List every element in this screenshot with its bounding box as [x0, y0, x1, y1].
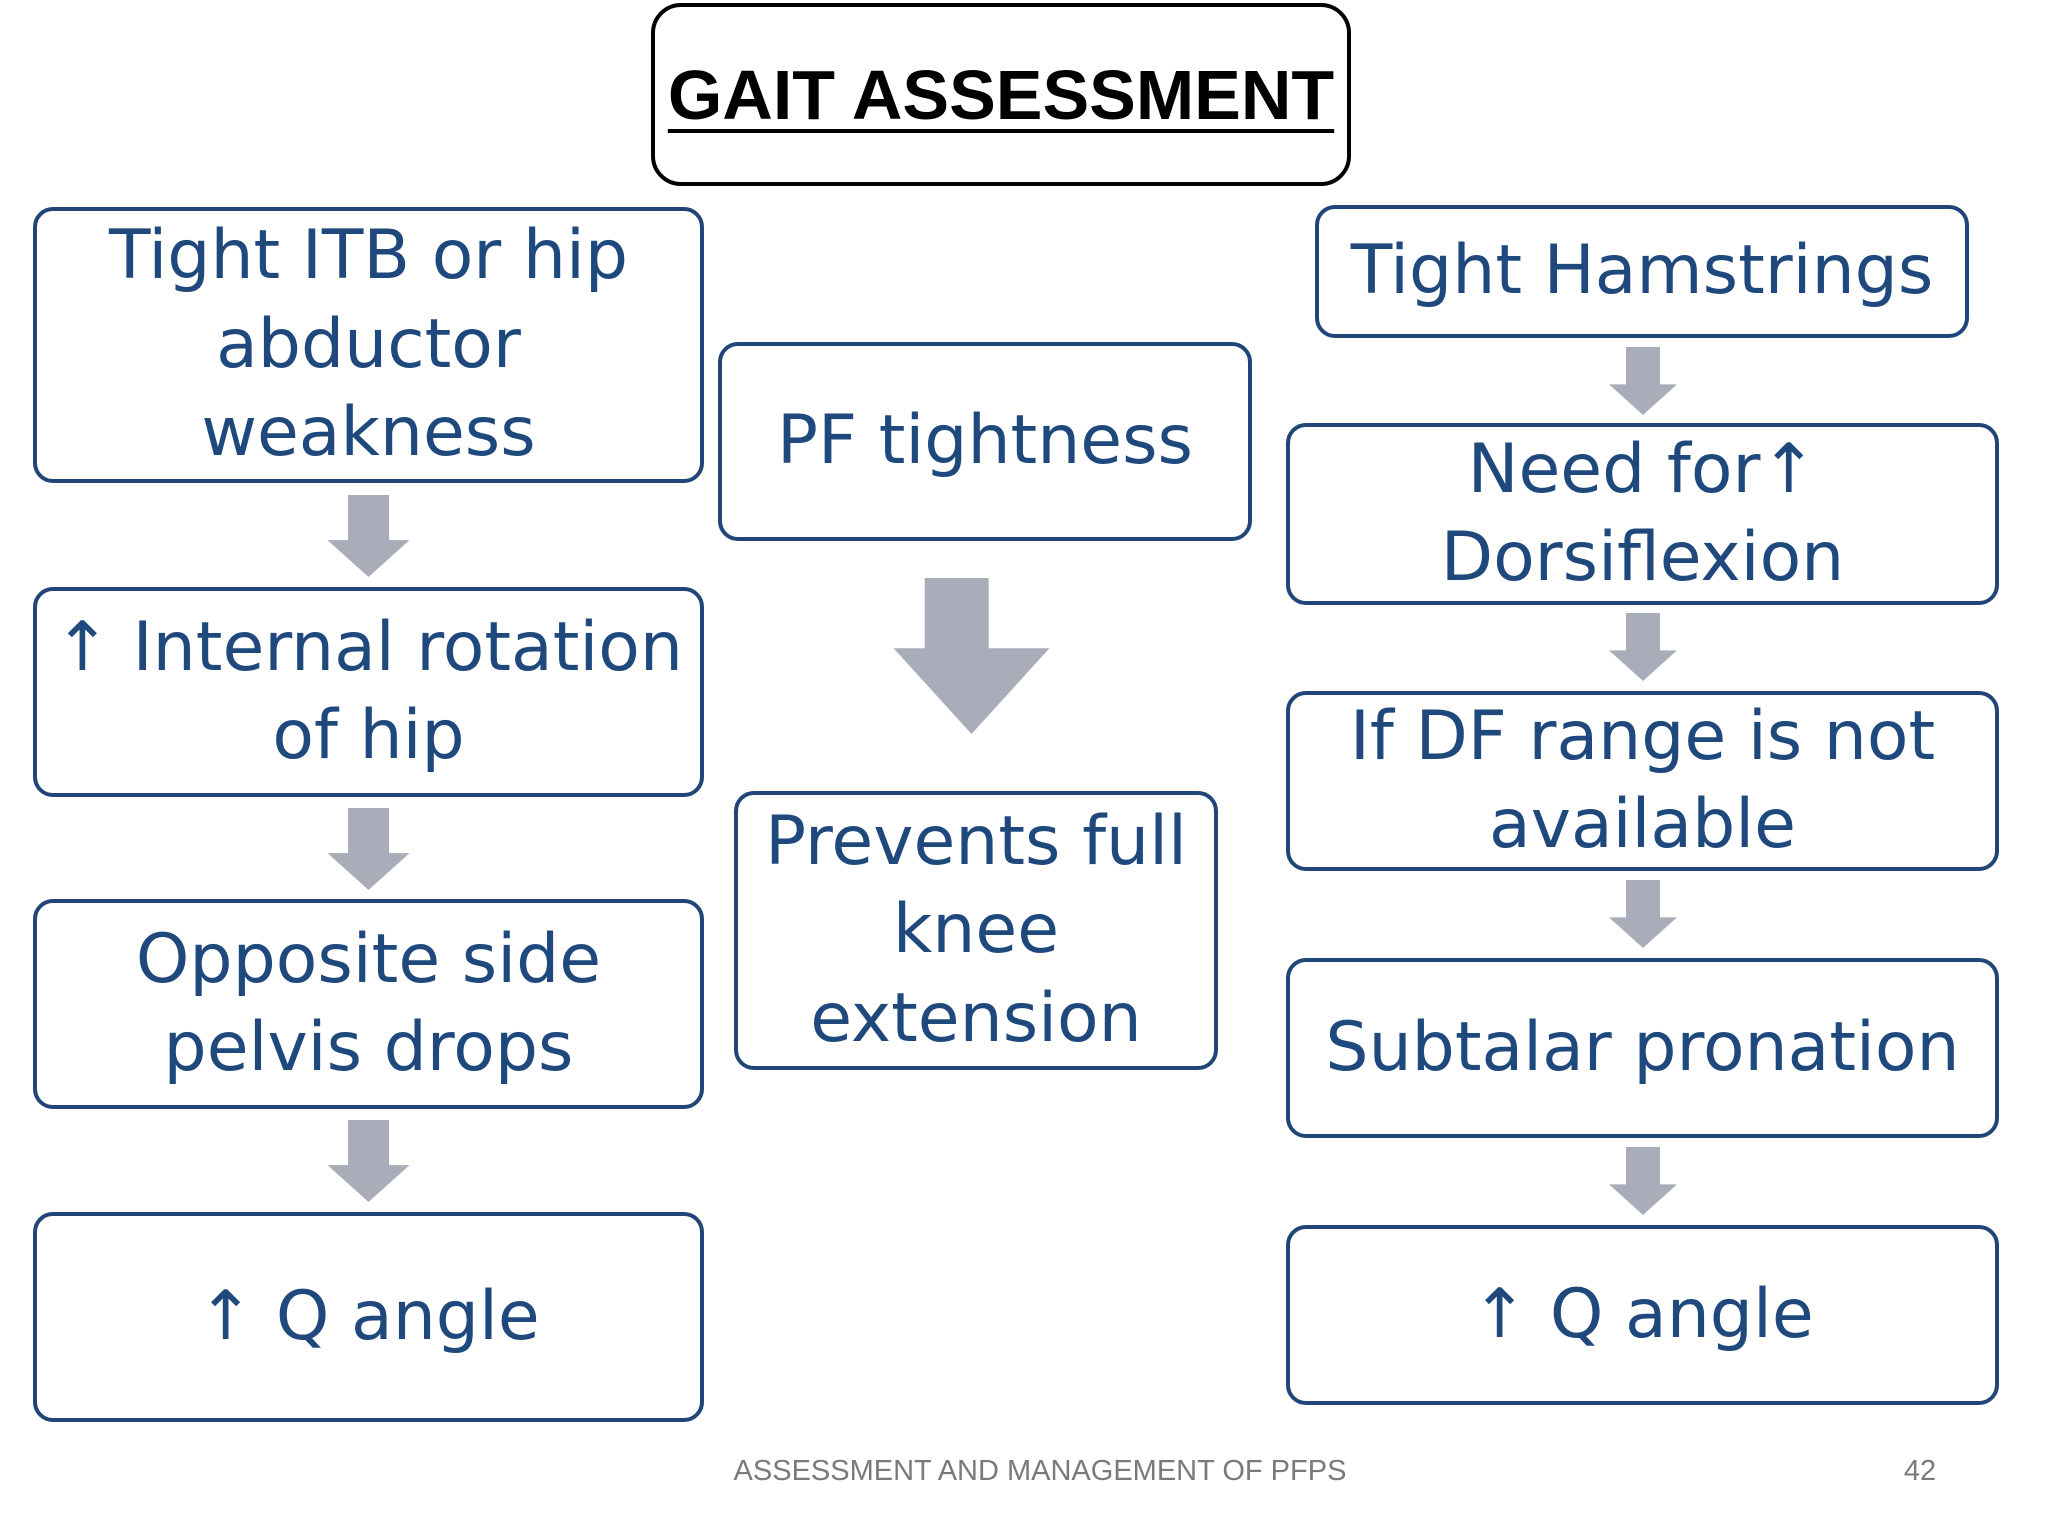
slide-footer: ASSESSMENT AND MANAGEMENT OF PFPS — [733, 1455, 1347, 1487]
box-pf-tightness: PF tightness — [718, 342, 1252, 541]
arrow-down-icon — [867, 578, 1076, 734]
box-tight-itb: Tight ITB or hip abductor weakness — [33, 207, 704, 483]
arrow-down-icon — [1603, 880, 1683, 948]
box-q-angle-right: ↑ Q angle — [1286, 1225, 1999, 1405]
box-internal-rotation: ↑ Internal rotation of hip — [33, 587, 704, 797]
arrow-down-icon — [323, 1120, 414, 1202]
box-subtalar-pronation: Subtalar pronation — [1286, 958, 1999, 1138]
arrow-down-icon — [1603, 1147, 1683, 1215]
box-df-range-unavailable: If DF range is not available — [1286, 691, 1999, 871]
box-pelvis-drops: Opposite side pelvis drops — [33, 899, 704, 1109]
box-q-angle-left: ↑ Q angle — [33, 1212, 704, 1422]
slide-title: GAIT ASSESSMENT — [667, 55, 1335, 134]
arrow-down-icon — [323, 808, 414, 890]
arrow-down-icon — [1603, 347, 1683, 415]
arrow-down-icon — [1603, 613, 1683, 681]
box-prevents-knee-extension: Prevents full knee extension — [734, 791, 1218, 1070]
arrow-down-icon — [323, 495, 414, 577]
title-box: GAIT ASSESSMENT — [651, 3, 1351, 186]
box-need-dorsiflexion: Need for↑ Dorsiflexion — [1286, 423, 1999, 605]
box-tight-hamstrings: Tight Hamstrings — [1315, 205, 1969, 338]
page-number: 42 — [1903, 1455, 1937, 1487]
